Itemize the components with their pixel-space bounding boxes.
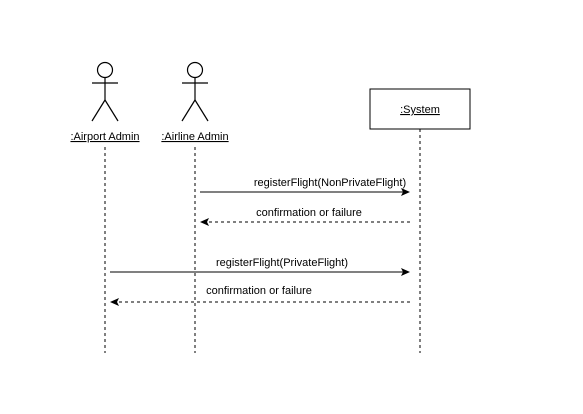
- message-return-2: confirmation or failure: [110, 285, 410, 306]
- participant-label: :System: [400, 104, 440, 116]
- participant-system: :System: [369, 88, 471, 353]
- arrowhead-icon: [200, 218, 209, 226]
- message-register-private: registerFlight(PrivateFlight): [110, 257, 410, 276]
- message-label: registerFlight(PrivateFlight): [216, 257, 348, 269]
- message-return-1: confirmation or failure: [200, 207, 410, 226]
- arrowhead-icon: [110, 298, 119, 306]
- participant-label: :Airline Admin: [161, 131, 228, 143]
- arrowhead-icon: [401, 188, 410, 196]
- participant-airport-admin: :Airport Admin: [70, 61, 140, 353]
- participant-label: :Airport Admin: [70, 131, 139, 143]
- actor-figure-icon: [181, 61, 209, 122]
- message-label: confirmation or failure: [256, 207, 362, 219]
- actor-figure-icon: [91, 61, 119, 122]
- participant-airline-admin: :Airline Admin: [161, 61, 229, 353]
- message-register-nonprivate: registerFlight(NonPrivateFlight): [200, 177, 410, 196]
- arrowhead-icon: [401, 268, 410, 276]
- message-label: confirmation or failure: [206, 285, 312, 297]
- object-box: [369, 88, 471, 130]
- message-label: registerFlight(NonPrivateFlight): [254, 177, 406, 189]
